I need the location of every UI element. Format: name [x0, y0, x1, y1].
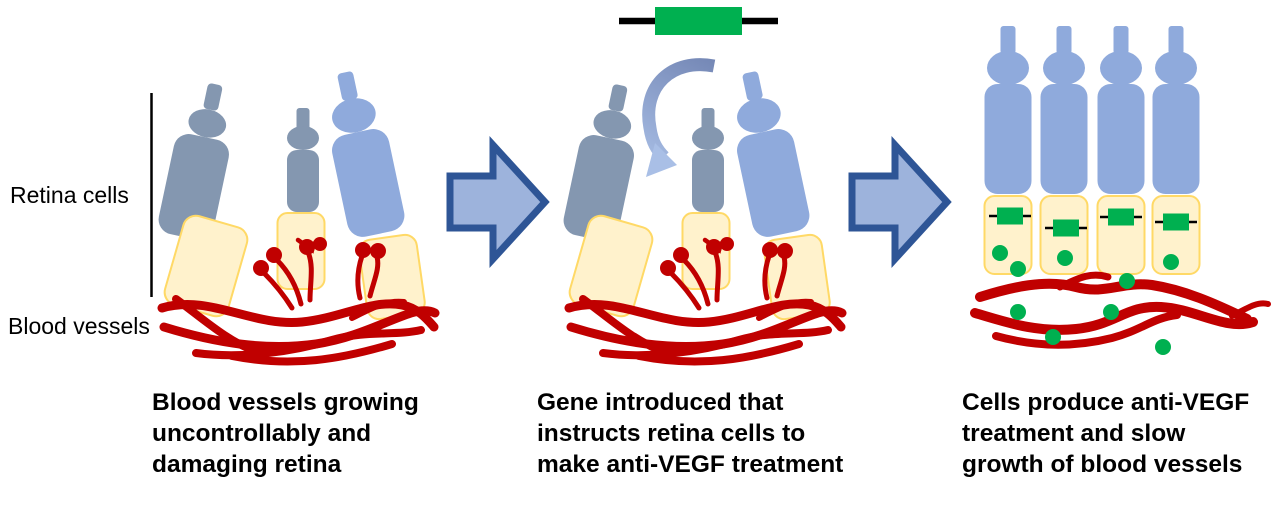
caption-line: Blood vessels growing: [152, 389, 419, 416]
right-block-arrow-icon: [848, 135, 952, 269]
caption-line: Gene introduced that: [537, 389, 784, 416]
blood-vessel-icon: [970, 271, 1271, 349]
retina-cell-icon: [1097, 26, 1145, 194]
blood-vessels-label: Blood vessels: [8, 313, 150, 339]
cell-base-icon: [1096, 195, 1146, 275]
gene-icon: [619, 7, 778, 35]
retina-cell-icon: [984, 26, 1032, 194]
curved-down-arrow-icon: [642, 58, 716, 177]
cell-base-icon: [681, 212, 731, 290]
caption-line: growth of blood vessels: [962, 451, 1243, 478]
panel-gene-introduction-art: [560, 7, 842, 362]
caption-line: damaging retina: [152, 451, 342, 478]
caption-line: make anti-VEGF treatment: [537, 451, 844, 478]
caption-treatment: Cells produce anti-VEGF treatment and sl…: [962, 387, 1249, 480]
right-block-arrow-icon: [446, 135, 550, 269]
caption-line: treatment and slow: [962, 420, 1186, 447]
caption-disease: Blood vessels growing uncontrollably and…: [152, 387, 419, 480]
retina-cell-icon: [721, 66, 813, 240]
panel-treatment-art: [970, 26, 1271, 355]
caption-gene-introduction: Gene introduced that instructs retina ce…: [537, 387, 843, 480]
retina-cell-icon: [316, 66, 408, 240]
caption-line: uncontrollably and: [152, 420, 372, 447]
caption-line: Cells produce anti-VEGF: [962, 389, 1250, 416]
retina-cell-icon: [692, 108, 724, 212]
retina-cells-label: Retina cells: [10, 182, 129, 208]
anti-vegf-dot-icon: [992, 245, 1179, 355]
retina-cell-icon: [287, 108, 319, 212]
retina-cell-icon: [1152, 26, 1200, 194]
retina-cell-icon: [1040, 26, 1088, 194]
panel-disease-art: [150, 66, 436, 361]
caption-line: instructs retina cells to: [537, 420, 806, 447]
